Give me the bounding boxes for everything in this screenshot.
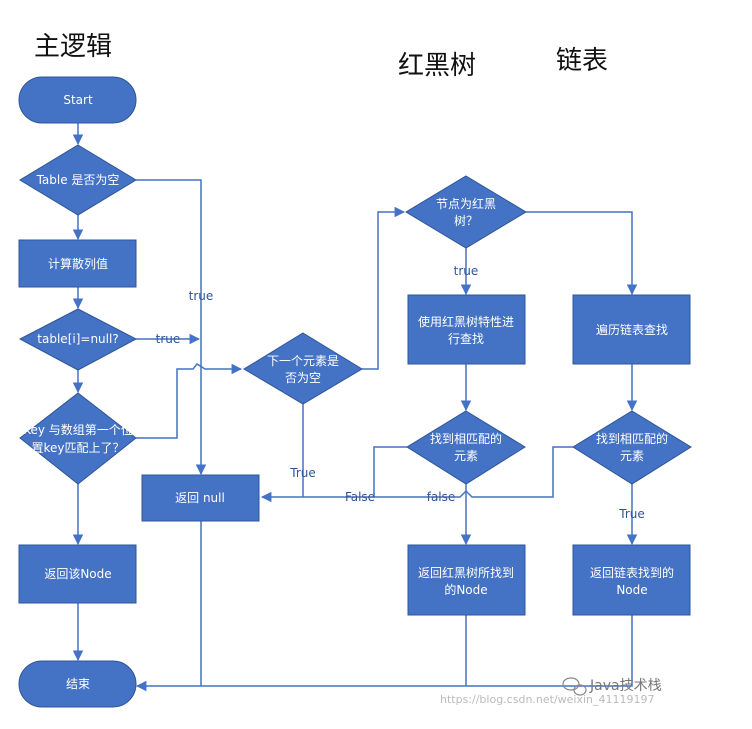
edge-next-to-tree-check <box>362 206 406 370</box>
watermark-brand: Java技术栈 <box>589 678 662 694</box>
svg-text:遍历链表查找: 遍历链表查找 <box>596 322 668 337</box>
decision-list-match: 找到相匹配的 元素 <box>572 410 692 485</box>
label-tree-true: true <box>454 264 479 278</box>
svg-text:返回链表找到的: 返回链表找到的 <box>590 565 674 580</box>
svg-text:Table 是否为空: Table 是否为空 <box>36 173 120 187</box>
svg-text:Start: Start <box>63 93 93 107</box>
node-end: 结束 <box>18 660 137 708</box>
svg-text:table[i]=null?: table[i]=null? <box>37 332 118 346</box>
edge-table-empty-true <box>136 179 207 476</box>
svg-text:置key匹配上了？: 置key匹配上了？ <box>31 441 124 455</box>
decision-bucket-null: table[i]=null? <box>18 308 138 371</box>
decision-is-tree: 节点为红黑 树？ <box>405 175 527 249</box>
svg-text:元素: 元素 <box>620 449 644 463</box>
svg-text:树？: 树？ <box>454 213 478 228</box>
label-list-match-true: True <box>618 507 645 521</box>
heading-main-logic: 主逻辑 <box>34 32 113 62</box>
process-return-null: 返回 null <box>141 474 260 522</box>
decision-key-match-first: Key 与数组第一个位 置key匹配上了？ <box>19 392 137 485</box>
svg-text:计算散列值: 计算散列值 <box>48 256 108 271</box>
edge-labels: true true True true False false True <box>156 264 645 521</box>
svg-text:Key 与数组第一个位: Key 与数组第一个位 <box>23 422 133 437</box>
svg-text:使用红黑树特性进: 使用红黑树特性进 <box>418 314 514 329</box>
svg-text:返回该Node: 返回该Node <box>44 567 111 581</box>
svg-text:行查找: 行查找 <box>448 332 484 346</box>
watermark-url: https://blog.csdn.net/weixin_41119197 <box>440 693 655 706</box>
edge-list-return-to-end <box>135 615 633 692</box>
decision-next-element-empty: 下一个元素是 否为空 <box>243 332 363 405</box>
svg-text:找到相匹配的: 找到相匹配的 <box>596 431 668 446</box>
edge-tree-check-false <box>526 211 638 296</box>
label-tree-match-false: False <box>345 490 375 504</box>
decision-tree-match: 找到相匹配的 元素 <box>406 410 526 485</box>
edge-list-match-false <box>374 446 573 498</box>
node-start: Start <box>18 76 137 124</box>
process-compute-hash: 计算散列值 <box>18 239 137 288</box>
edge-key-match-to-next <box>136 363 243 439</box>
svg-text:元素: 元素 <box>454 449 478 463</box>
wechat-icon <box>562 677 587 696</box>
edge-tree-match-false <box>260 446 407 503</box>
svg-text:结束: 结束 <box>66 677 90 691</box>
decision-table-empty: Table 是否为空 <box>19 144 137 216</box>
label-bucket-null-true: true <box>156 332 181 346</box>
process-list-return-node: 返回链表找到的 Node <box>572 544 691 616</box>
process-return-this-node: 返回该Node <box>18 544 137 604</box>
label-list-match-false: false <box>427 490 456 504</box>
process-list-traverse: 遍历链表查找 <box>572 294 691 365</box>
svg-text:节点为红黑: 节点为红黑 <box>436 196 496 211</box>
svg-text:的Node: 的Node <box>444 582 487 597</box>
process-tree-search: 使用红黑树特性进 行查找 <box>407 294 526 365</box>
svg-text:找到相匹配的: 找到相匹配的 <box>430 431 502 446</box>
heading-red-black-tree: 红黑树 <box>398 51 477 81</box>
heading-linked-list: 链表 <box>556 46 609 76</box>
label-next-empty-true: True <box>289 466 316 480</box>
svg-text:下一个元素是: 下一个元素是 <box>267 354 339 368</box>
process-tree-return-node: 返回红黑树所找到 的Node <box>407 544 526 616</box>
label-table-empty-true: true <box>189 289 214 303</box>
watermark: Java技术栈 https://blog.csdn.net/weixin_411… <box>440 677 662 706</box>
svg-text:返回红黑树所找到: 返回红黑树所找到 <box>418 565 514 580</box>
connectors <box>72 123 638 692</box>
svg-text:否为空: 否为空 <box>285 371 321 385</box>
svg-text:返回 null: 返回 null <box>175 491 225 505</box>
svg-text:Node: Node <box>616 583 647 597</box>
